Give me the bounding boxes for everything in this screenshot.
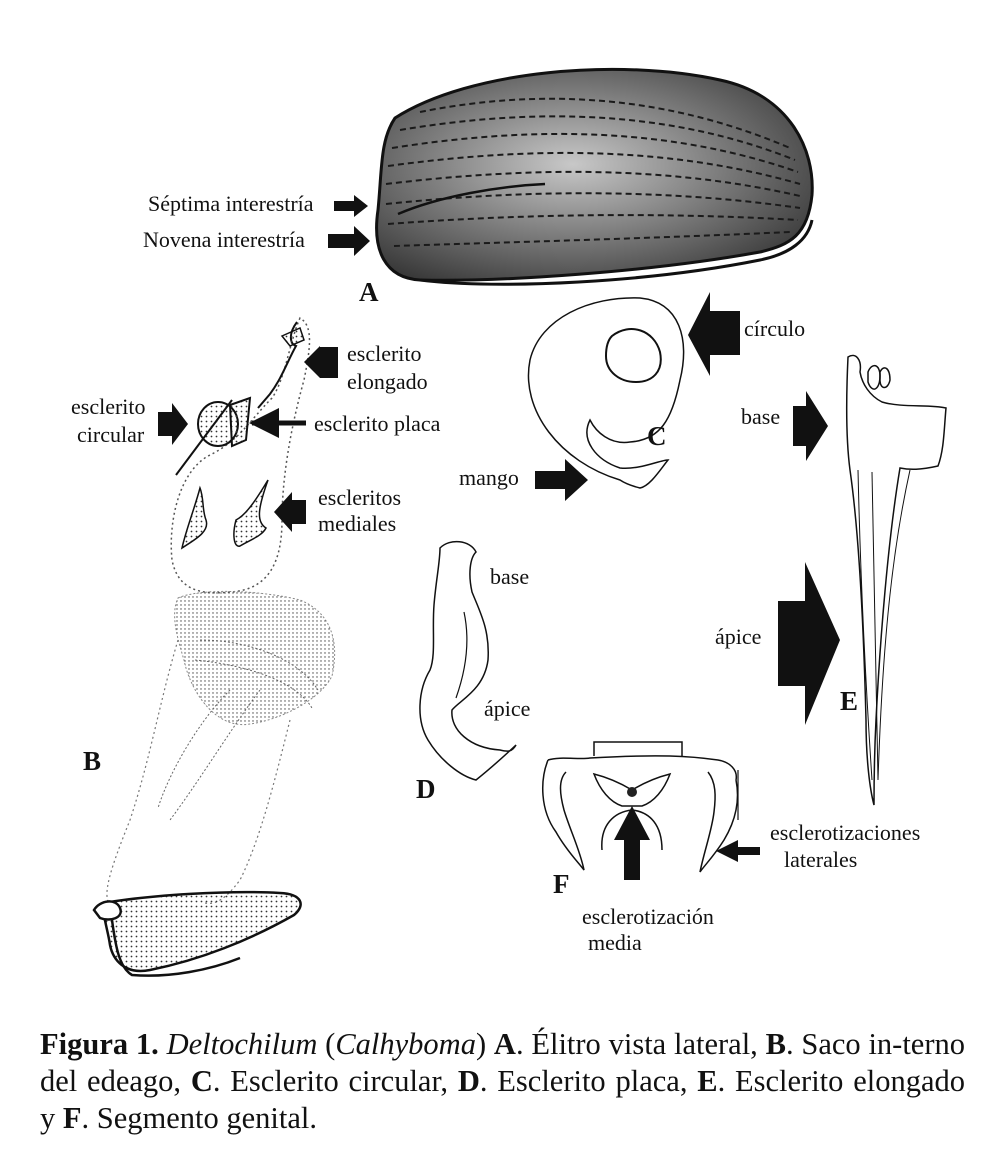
- caption-text-e: . Esclerito elongado y: [40, 1064, 965, 1135]
- caption-paren-open: (: [317, 1027, 336, 1061]
- escleritos-mediales-label-1: escleritos: [318, 485, 401, 510]
- escleritos-mediales-arrow: [274, 492, 306, 532]
- apice-d-label: ápice: [484, 696, 530, 721]
- escleritos-mediales-label-2: mediales: [318, 511, 396, 536]
- novena-arrow: [328, 226, 370, 256]
- base-d-label: base: [490, 564, 529, 589]
- esclerito-elongado-label-2: elongado: [347, 369, 428, 394]
- escl-media-arrow: [614, 806, 650, 880]
- septima-interestria-label: Séptima interestría: [148, 191, 314, 216]
- panel-label-d: D: [416, 774, 436, 804]
- caption-genus: Deltochilum: [166, 1027, 318, 1061]
- apice-e-arrow: [778, 562, 840, 725]
- esclerito-circular-label-2: circular: [77, 422, 145, 447]
- escl-media-label-2: media: [588, 930, 642, 955]
- caption-text-b: . Saco in-terno del edeago,: [40, 1027, 965, 1098]
- base-e-label: base: [741, 404, 780, 429]
- esclerito-placa-label: esclerito placa: [314, 411, 441, 436]
- novena-interestria-label: Novena interestría: [143, 227, 305, 252]
- panel-label-c: C: [647, 421, 667, 451]
- panel-label-b: B: [83, 746, 101, 776]
- esclerito-elongado-label-1: esclerito: [347, 341, 422, 366]
- mango-label: mango: [459, 465, 519, 490]
- figure-caption: Figura 1. Deltochilum (Calhyboma) A. Éli…: [40, 1026, 965, 1137]
- elytron-drawing-a: A: [359, 67, 814, 307]
- caption-key-d: D: [457, 1064, 480, 1098]
- base-e-arrow: [793, 391, 828, 461]
- caption-subgenus: Calhyboma: [335, 1027, 476, 1061]
- caption-key-a: A: [493, 1027, 516, 1061]
- caption-key-c: C: [190, 1064, 213, 1098]
- caption-text-d: . Esclerito placa,: [479, 1064, 698, 1098]
- elongate-sclerite-drawing-e: E: [840, 354, 947, 806]
- panel-label-a: A: [359, 277, 379, 307]
- caption-text-c: . Esclerito circular,: [212, 1064, 458, 1098]
- caption-paren-close: ): [475, 1027, 494, 1061]
- septima-arrow: [334, 195, 368, 217]
- panel-label-f: F: [553, 869, 570, 899]
- escl-laterales-label-2: laterales: [784, 847, 857, 872]
- caption-key-e: E: [697, 1064, 718, 1098]
- circulo-arrow: [688, 292, 740, 376]
- circular-sclerite-drawing-c: C: [527, 297, 685, 489]
- panel-label-e: E: [840, 686, 858, 716]
- caption-key-b: B: [765, 1027, 786, 1061]
- esclerito-elongado-arrow: [304, 346, 338, 378]
- caption-text-f: . Segmento genital.: [81, 1101, 317, 1135]
- mango-arrow: [535, 459, 588, 501]
- plate-sclerite-drawing-d: D: [416, 540, 517, 804]
- circulo-label: círculo: [744, 316, 805, 341]
- escl-media-label-1: esclerotización: [582, 904, 714, 929]
- caption-figure-label: Figura 1.: [40, 1027, 159, 1061]
- esclerito-circular-label-1: esclerito: [71, 394, 146, 419]
- genital-segment-drawing-f: F: [542, 741, 739, 899]
- apice-e-label: ápice: [715, 624, 761, 649]
- escl-laterales-arrow: [716, 840, 760, 862]
- caption-key-f: F: [62, 1101, 82, 1135]
- internal-sac-drawing-b: B: [83, 316, 336, 977]
- caption-text-a: . Élitro vista lateral,: [515, 1027, 766, 1061]
- escl-laterales-label-1: esclerotizaciones: [770, 820, 920, 845]
- esclerito-circular-arrow: [158, 403, 188, 445]
